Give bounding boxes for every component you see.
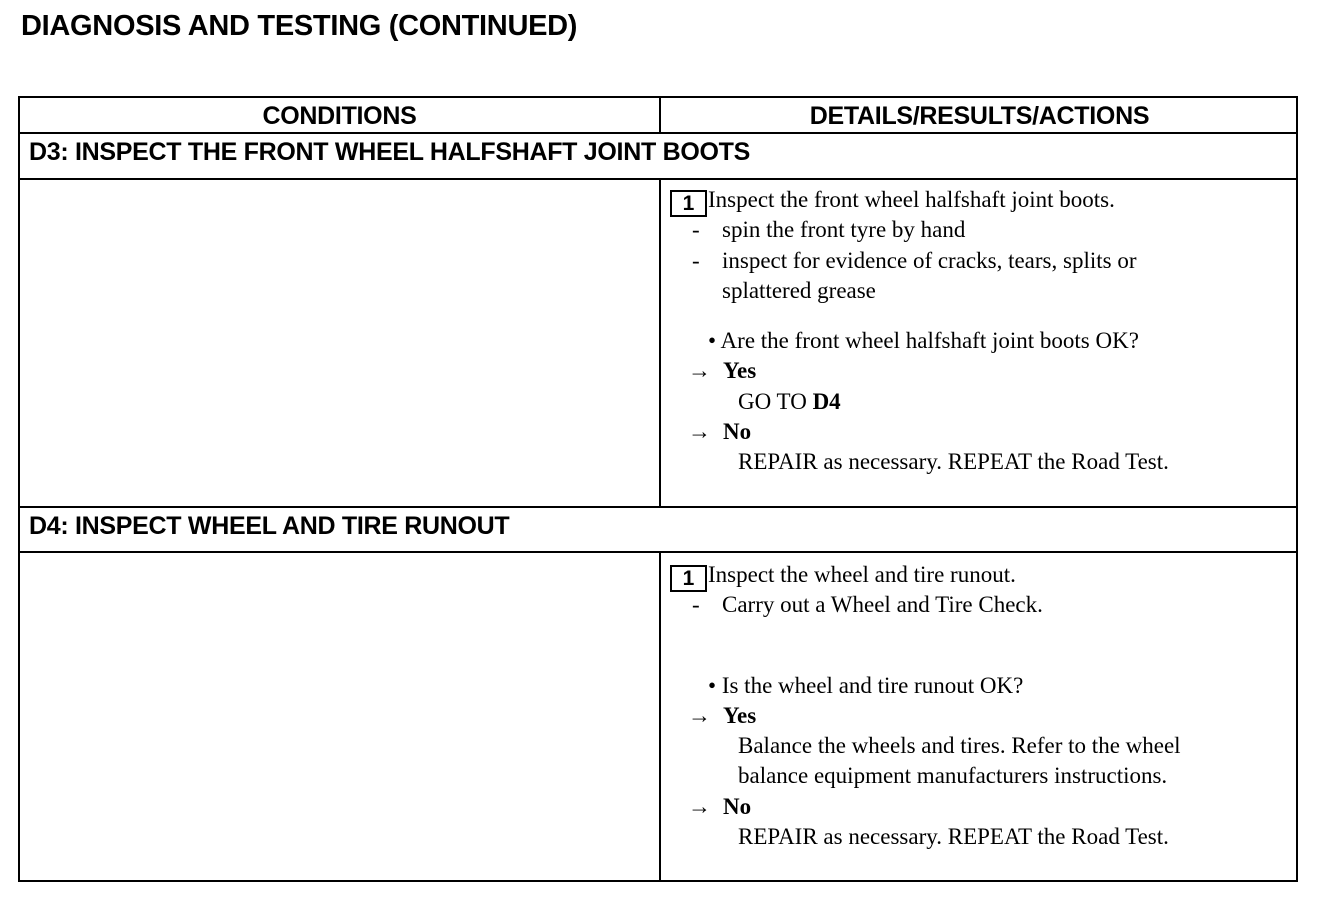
header-conditions: CONDITIONS	[262, 102, 417, 130]
arrow-right-icon: →	[688, 793, 711, 819]
step-d3-no: →No	[670, 417, 1169, 447]
step-d3-substep-2: -inspect for evidence of cracks, tears, …	[670, 246, 1169, 276]
dash-icon: -	[692, 247, 700, 273]
bullet-icon: •	[708, 672, 717, 698]
dash-icon: -	[692, 217, 700, 243]
d3-column-divider	[659, 180, 661, 506]
arrow-right-icon: →	[688, 702, 711, 728]
d3-title-divider	[20, 178, 1296, 180]
header-row-divider	[20, 132, 1296, 134]
step-d3-substep-1: -spin the front tyre by hand	[670, 215, 1169, 245]
diagnosis-table: CONDITIONS DETAILS/RESULTS/ACTIONS D3: I…	[18, 96, 1298, 882]
d3-d4-divider	[20, 506, 1296, 508]
step-d4-yes-result-2: balance equipment manufacturers instruct…	[738, 763, 1168, 789]
step-d4-title: D4: INSPECT WHEEL AND TIRE RUNOUT	[29, 512, 510, 540]
bullet-icon: •	[708, 328, 717, 354]
step-d4-yes-result-1: Balance the wheels and tires. Refer to t…	[738, 733, 1181, 759]
dash-icon: -	[692, 592, 700, 618]
step-d3-yes-result: GO TO D4	[738, 388, 841, 414]
step-d4-substep-1: -Carry out a Wheel and Tire Check.	[670, 590, 1181, 620]
header-details: DETAILS/RESULTS/ACTIONS	[809, 102, 1150, 130]
step-d3-yes: →Yes	[670, 356, 1169, 386]
step-d4-no-result: REPAIR as necessary. REPEAT the Road Tes…	[738, 824, 1169, 850]
step-d3-title: D3: INSPECT THE FRONT WHEEL HALFSHAFT JO…	[29, 138, 750, 166]
step-d4-question: • Is the wheel and tire runout OK?	[708, 672, 1024, 698]
header-column-divider	[659, 98, 661, 132]
arrow-right-icon: →	[688, 358, 711, 384]
step-d4-yes: →Yes	[670, 701, 1181, 731]
step-number-badge: 1	[670, 190, 707, 217]
step-d3-substep-2-cont: splattered grease	[722, 277, 876, 303]
step-d3-question: • Are the front wheel halfshaft joint bo…	[708, 328, 1139, 354]
page-title: DIAGNOSIS AND TESTING (CONTINUED)	[21, 10, 578, 42]
d4-title-divider	[20, 551, 1296, 553]
step-d4-no: →No	[670, 792, 1181, 822]
step-number-badge: 1	[670, 565, 707, 592]
d4-column-divider	[659, 553, 661, 882]
step-d3-no-result: REPAIR as necessary. REPEAT the Road Tes…	[738, 449, 1169, 475]
arrow-right-icon: →	[688, 419, 711, 445]
